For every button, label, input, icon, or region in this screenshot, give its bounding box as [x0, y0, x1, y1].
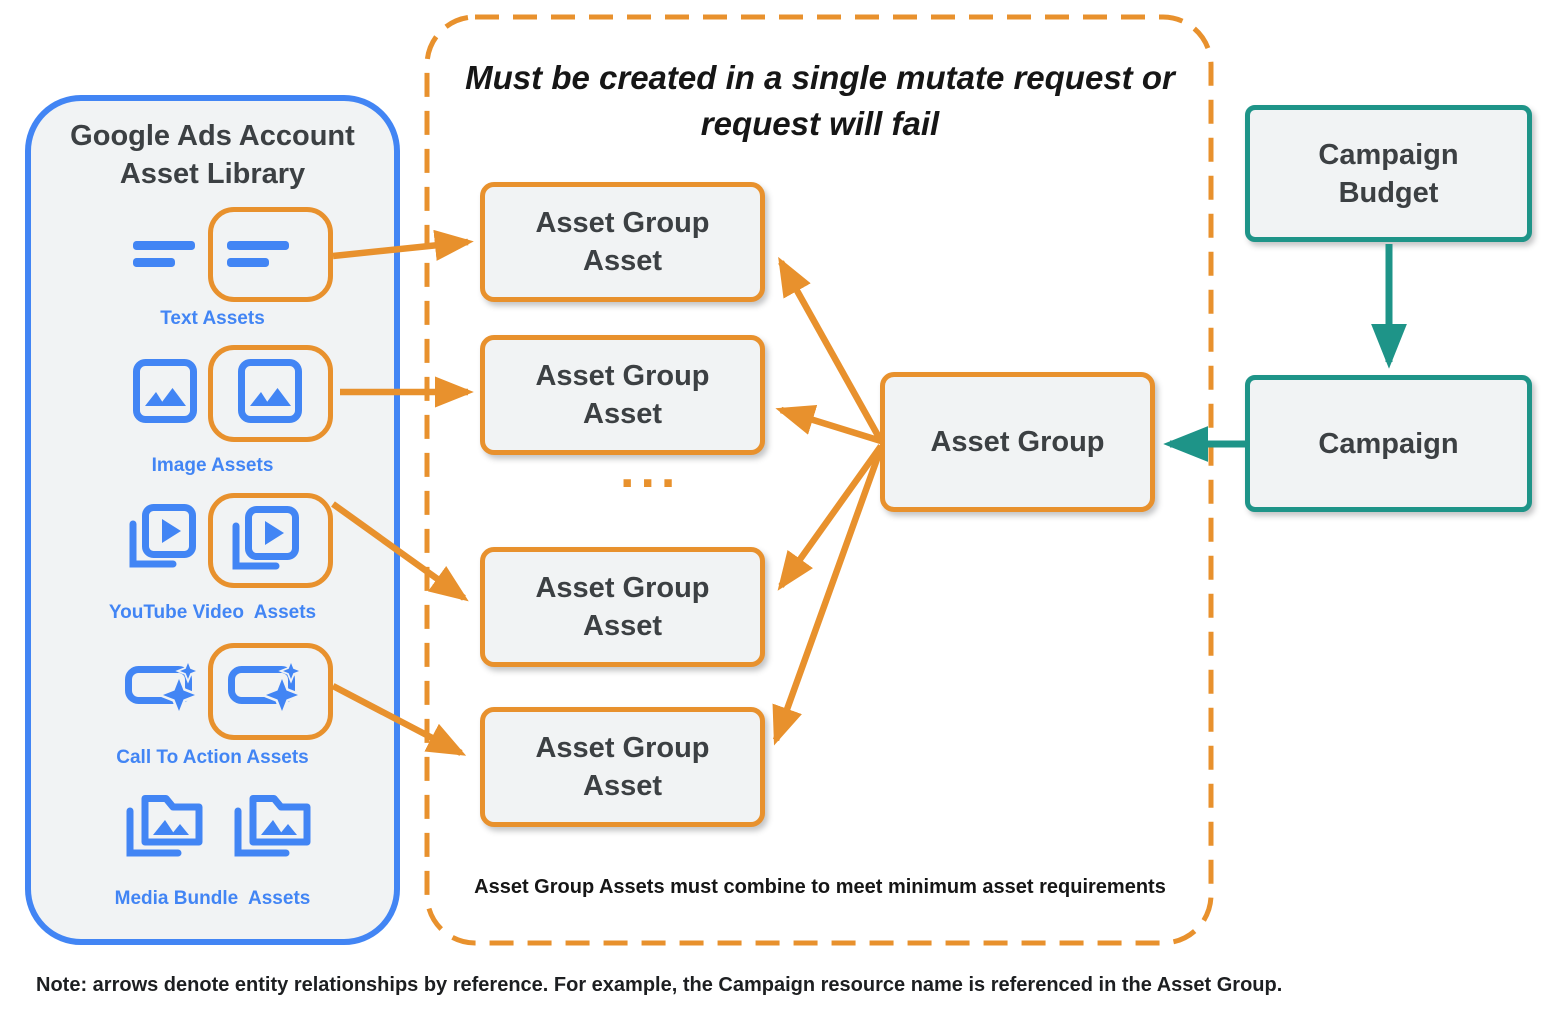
text-assets-label: Text Assets [160, 308, 265, 329]
campaign-budget-label: Campaign Budget [1318, 138, 1459, 209]
campaign-box: Campaign [1245, 375, 1532, 512]
youtube-video-icon [232, 506, 299, 570]
arrow-asset-group-to-asset-group-asset-3 [777, 444, 884, 591]
asset-group-asset-label: Asset Group Asset [535, 207, 710, 277]
media-bundle-icon [234, 795, 311, 857]
campaign-budget-box: Campaign Budget [1245, 105, 1532, 242]
text-asset-highlight-rect [208, 207, 333, 302]
text-lines-icon [133, 241, 195, 267]
asset-group-asset-box-2: Asset Group Asset [480, 335, 765, 455]
asset-group-asset-label: Asset Group Asset [535, 572, 710, 642]
reference-note: Note: arrows denote entity relationships… [36, 974, 1283, 996]
asset-group-asset-box-3: Asset Group Asset [480, 547, 765, 667]
youtube-video-icon [129, 504, 196, 568]
asset-group-asset-box-1: Asset Group Asset [480, 182, 765, 302]
asset-group-asset-label: Asset Group Asset [535, 360, 710, 430]
mutate-request-heading: Must be created in a single mutate reque… [465, 59, 1175, 142]
asset-group-asset-label: Asset Group Asset [535, 732, 710, 802]
asset-library-title: Google Ads Account Asset Library [70, 120, 355, 190]
media-bundle-assets-label: Media Bundle Assets [114, 888, 311, 909]
campaign-label: Campaign [1318, 427, 1459, 460]
cta-asset-highlight-rect [208, 643, 333, 740]
asset-group-label: Asset Group [930, 426, 1105, 458]
arrow-asset-group-to-asset-group-asset-2 [775, 404, 882, 445]
image-icon [238, 359, 302, 423]
arrow-asset-group-to-asset-group-asset-4 [772, 446, 885, 746]
text-lines-icon [227, 241, 289, 267]
youtube-asset-highlight-rect [208, 493, 333, 588]
image-icon [133, 359, 197, 423]
asset-library-panel: Google Ads Account Asset Library Text As… [25, 95, 400, 945]
call-to-action-icon [228, 661, 305, 717]
call-to-action-assets-label: Call To Action Assets [116, 747, 309, 768]
image-assets-label: Image Assets [151, 455, 274, 476]
call-to-action-icon [125, 661, 202, 717]
media-bundle-icon [126, 795, 203, 857]
arrow-asset-group-to-asset-group-asset-1 [778, 256, 884, 443]
youtube-video-assets-label: YouTube Video Assets [108, 602, 317, 623]
asset-group-asset-box-4: Asset Group Asset [480, 707, 765, 827]
asset-group-box: Asset Group [880, 372, 1155, 512]
image-asset-highlight-rect [208, 345, 333, 442]
asset-requirements-footnote: Asset Group Assets must combine to meet … [474, 876, 1166, 898]
